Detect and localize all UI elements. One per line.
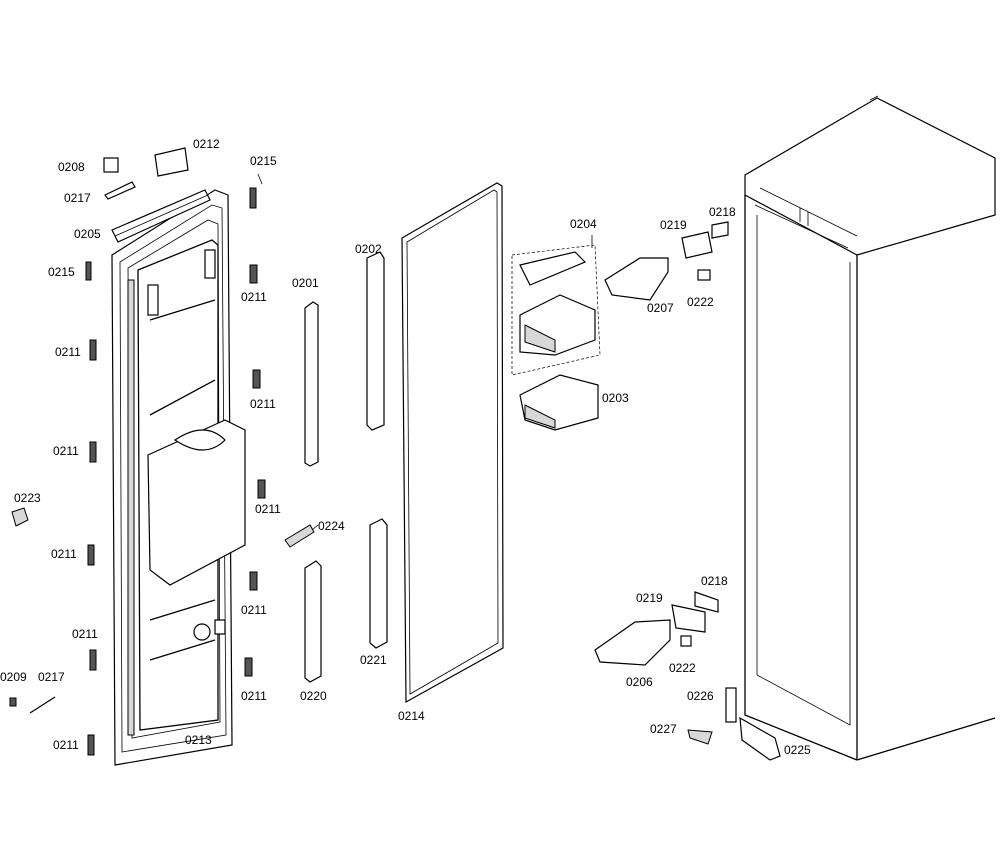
callout-0211: 0211: [241, 603, 267, 617]
callout-0203: 0203: [602, 391, 629, 405]
callout-0227: 0227: [650, 722, 677, 736]
part-callouts: 0208 0212 0215 0217 0205 0215 0211 0211 …: [0, 137, 811, 757]
callout-0208: 0208: [58, 160, 85, 174]
callout-0211: 0211: [241, 290, 267, 304]
callout-0212: 0212: [193, 137, 220, 151]
callout-0214: 0214: [398, 709, 425, 723]
callout-0205: 0205: [74, 227, 101, 241]
callout-0215: 0215: [250, 154, 277, 168]
callout-0207: 0207: [647, 301, 674, 315]
strips-drawing: [304, 251, 388, 683]
callout-0204: 0204: [570, 217, 597, 231]
callout-0209: 0209: [0, 670, 27, 684]
baskets-drawing: [511, 244, 601, 431]
callout-0222: 0222: [687, 295, 714, 309]
callout-0220: 0220: [300, 689, 327, 703]
callout-0223: 0223: [14, 491, 41, 505]
callout-0211: 0211: [250, 397, 276, 411]
top-trim-drawing: [103, 147, 211, 243]
callout-0211: 0211: [241, 689, 267, 703]
callout-0217: 0217: [64, 191, 91, 205]
callout-0226: 0226: [687, 689, 714, 703]
callout-0224: 0224: [318, 519, 345, 533]
callout-0211: 0211: [53, 738, 79, 752]
callout-0211: 0211: [55, 345, 81, 359]
door-panel-drawing: [401, 182, 504, 704]
callout-0218: 0218: [709, 205, 736, 219]
callout-0211: 0211: [255, 502, 281, 516]
hinges-drawing: [594, 221, 781, 761]
leader-lines: [257, 173, 593, 531]
callout-0206: 0206: [626, 675, 653, 689]
callout-0213: 0213: [185, 733, 212, 747]
cabinet-drawing: [744, 95, 996, 761]
callout-0202: 0202: [355, 242, 382, 256]
callout-0201: 0201: [292, 276, 319, 290]
callout-0219: 0219: [660, 218, 687, 232]
callout-0215: 0215: [48, 265, 75, 279]
callout-0222: 0222: [669, 661, 696, 675]
callout-0217: 0217: [38, 670, 65, 684]
callout-0211: 0211: [51, 547, 77, 561]
callout-0221: 0221: [360, 653, 387, 667]
callout-0219: 0219: [636, 591, 663, 605]
callout-0225: 0225: [784, 743, 811, 757]
callout-0211: 0211: [53, 444, 79, 458]
door-liner-drawing: [111, 189, 246, 766]
callout-0218: 0218: [701, 574, 728, 588]
callout-0211: 0211: [72, 627, 98, 641]
clips-drawing: [9, 187, 315, 756]
